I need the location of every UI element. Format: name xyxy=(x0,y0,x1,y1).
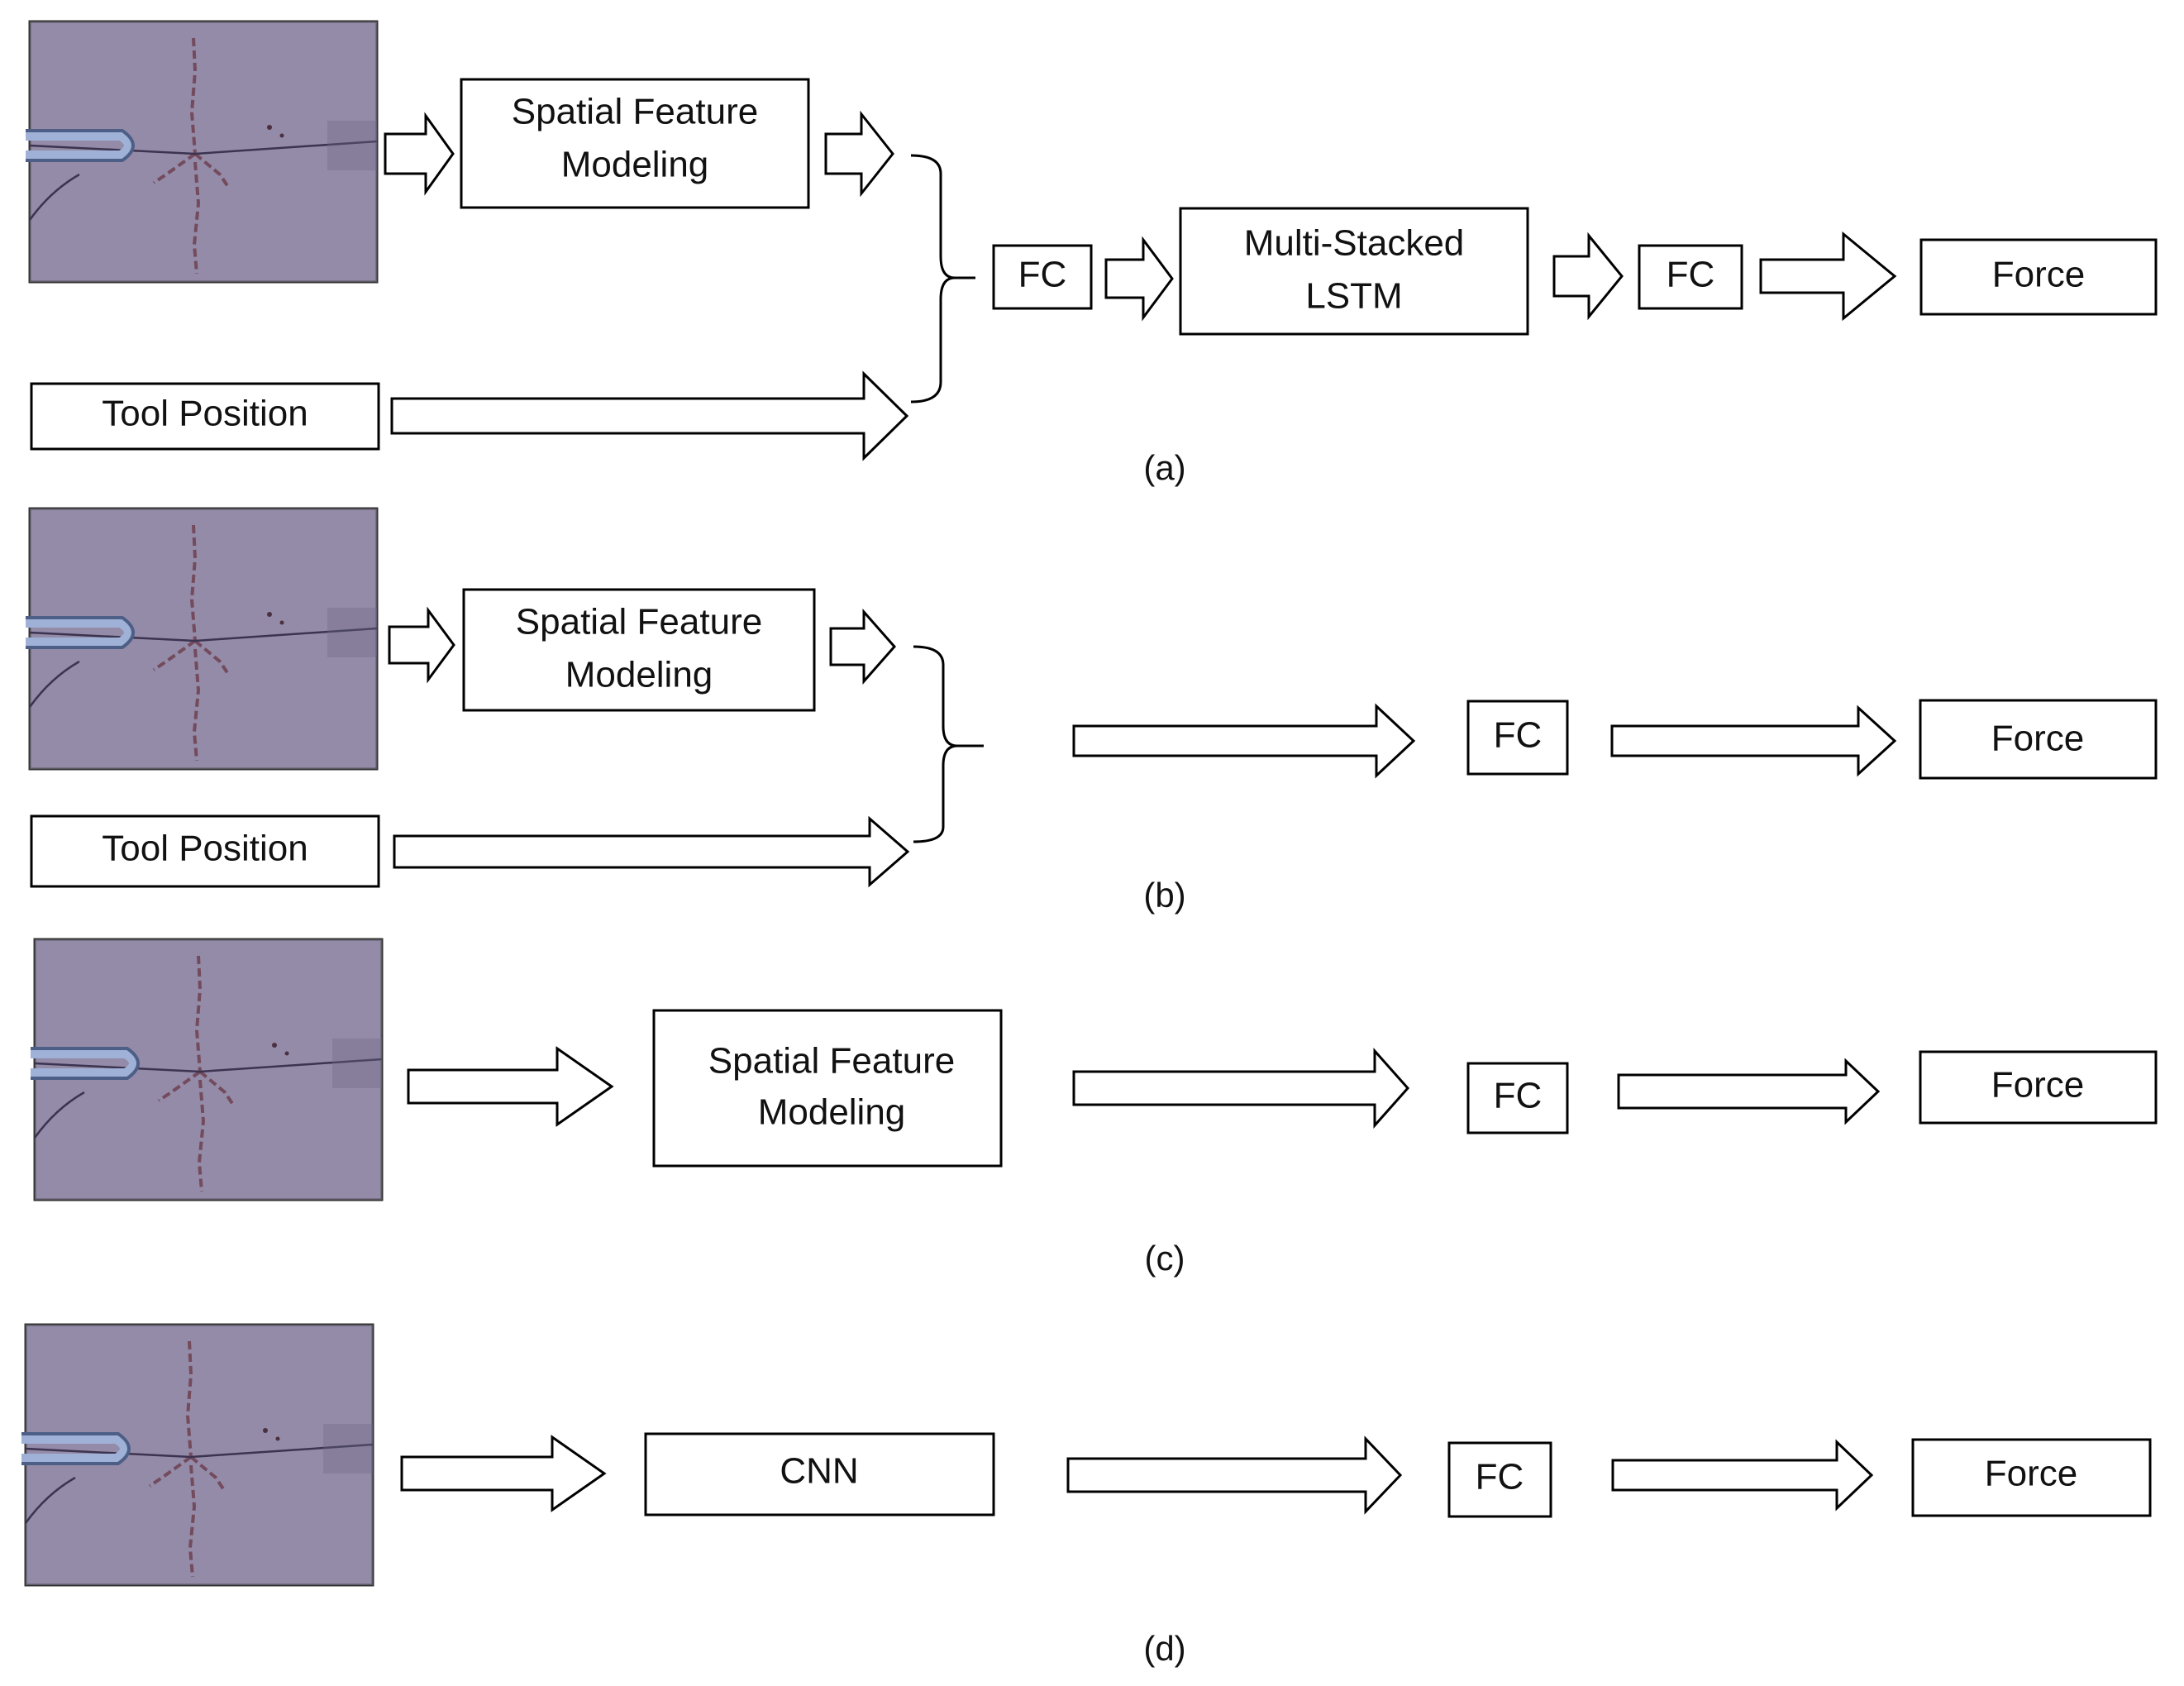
panel-c: Spatial Feature Modeling FC Force (c) xyxy=(31,939,2158,1278)
caption-d: (d) xyxy=(1143,1629,1185,1668)
force-box-d xyxy=(1911,1438,2152,1517)
brace-a xyxy=(910,154,975,404)
arrow-c-fc-to-force xyxy=(1617,1058,1881,1125)
spatial-label-a-line2: Modeling xyxy=(561,145,709,185)
arrow-d-image-to-cnn xyxy=(400,1435,607,1512)
lstm-label-a-line1: Multi-Stacked xyxy=(1244,223,1465,264)
fc-box-b xyxy=(1466,700,1569,776)
fc-box-d xyxy=(1447,1441,1552,1518)
fc-label-a2: FC xyxy=(1667,255,1715,295)
force-label-b: Force xyxy=(1991,719,2084,759)
fc-box-a2 xyxy=(1638,244,1743,310)
arrow-a-fc-to-lstm xyxy=(1104,236,1174,322)
panel-d: CNN FC Force (d) xyxy=(21,1325,2152,1668)
tissue-image-a xyxy=(26,21,377,282)
arrow-b-image-to-spatial xyxy=(388,606,455,684)
force-box-a xyxy=(1919,238,2158,316)
fc-box-a1 xyxy=(992,244,1093,310)
fc-box-c xyxy=(1466,1062,1569,1134)
spatial-feature-box-b xyxy=(462,588,816,712)
fc-label-b: FC xyxy=(1494,715,1543,756)
arrow-b-fc-to-force xyxy=(1610,704,1897,777)
lstm-box-a xyxy=(1179,207,1529,336)
spatial-label-b-line1: Spatial Feature xyxy=(516,602,762,642)
arrow-b-tool-position xyxy=(393,815,910,888)
arrow-b-spatial-out xyxy=(829,609,896,685)
arrow-b-to-fc xyxy=(1072,703,1416,779)
panel-b: Spatial Feature Modeling Tool Position F… xyxy=(26,509,2158,915)
spatial-feature-box-a xyxy=(460,78,810,209)
caption-b: (b) xyxy=(1143,876,1185,915)
arrow-a-tool-position xyxy=(390,370,909,461)
lstm-label-a-line2: LSTM xyxy=(1305,276,1402,317)
force-box-b xyxy=(1919,699,2158,780)
force-label-a: Force xyxy=(1992,255,2085,295)
arrow-c-spatial-to-fc xyxy=(1072,1048,1410,1129)
tool-position-box-a xyxy=(30,382,380,451)
caption-c: (c) xyxy=(1145,1239,1185,1278)
spatial-label-c-line2: Modeling xyxy=(758,1092,906,1133)
force-box-c xyxy=(1919,1050,2158,1125)
fc-label-a1: FC xyxy=(1018,255,1067,295)
panel-a: Spatial Feature Modeling Tool Position F… xyxy=(26,21,2158,487)
tool-position-label-a: Tool Position xyxy=(102,394,308,434)
spatial-label-a-line1: Spatial Feature xyxy=(512,92,758,132)
brace-b xyxy=(913,645,984,843)
arrow-c-image-to-spatial xyxy=(407,1046,614,1127)
caption-a: (a) xyxy=(1143,448,1185,487)
arrow-a-fc-to-force xyxy=(1759,231,1897,322)
tool-position-label-b: Tool Position xyxy=(102,829,308,869)
arrow-a-spatial-out xyxy=(824,110,894,198)
tissue-image-c xyxy=(31,939,382,1200)
cnn-box-d xyxy=(644,1432,995,1516)
force-label-c: Force xyxy=(1991,1065,2084,1106)
spatial-label-b-line2: Modeling xyxy=(565,655,713,695)
spatial-label-c-line1: Spatial Feature xyxy=(708,1041,955,1082)
arrow-d-cnn-to-fc xyxy=(1066,1435,1403,1515)
tissue-image-b xyxy=(26,509,377,769)
tool-position-box-b xyxy=(30,814,380,888)
arrow-a-lstm-to-fc xyxy=(1552,232,1624,321)
arrow-a-image-to-spatial xyxy=(384,112,455,196)
tissue-image-d xyxy=(21,1325,373,1585)
arrow-d-fc-to-force xyxy=(1611,1439,1874,1512)
force-label-d: Force xyxy=(1985,1454,2077,1494)
spatial-feature-box-c xyxy=(652,1009,1003,1168)
fc-label-c: FC xyxy=(1494,1076,1543,1116)
cnn-label-d: CNN xyxy=(780,1451,858,1492)
fc-label-d: FC xyxy=(1476,1457,1524,1497)
